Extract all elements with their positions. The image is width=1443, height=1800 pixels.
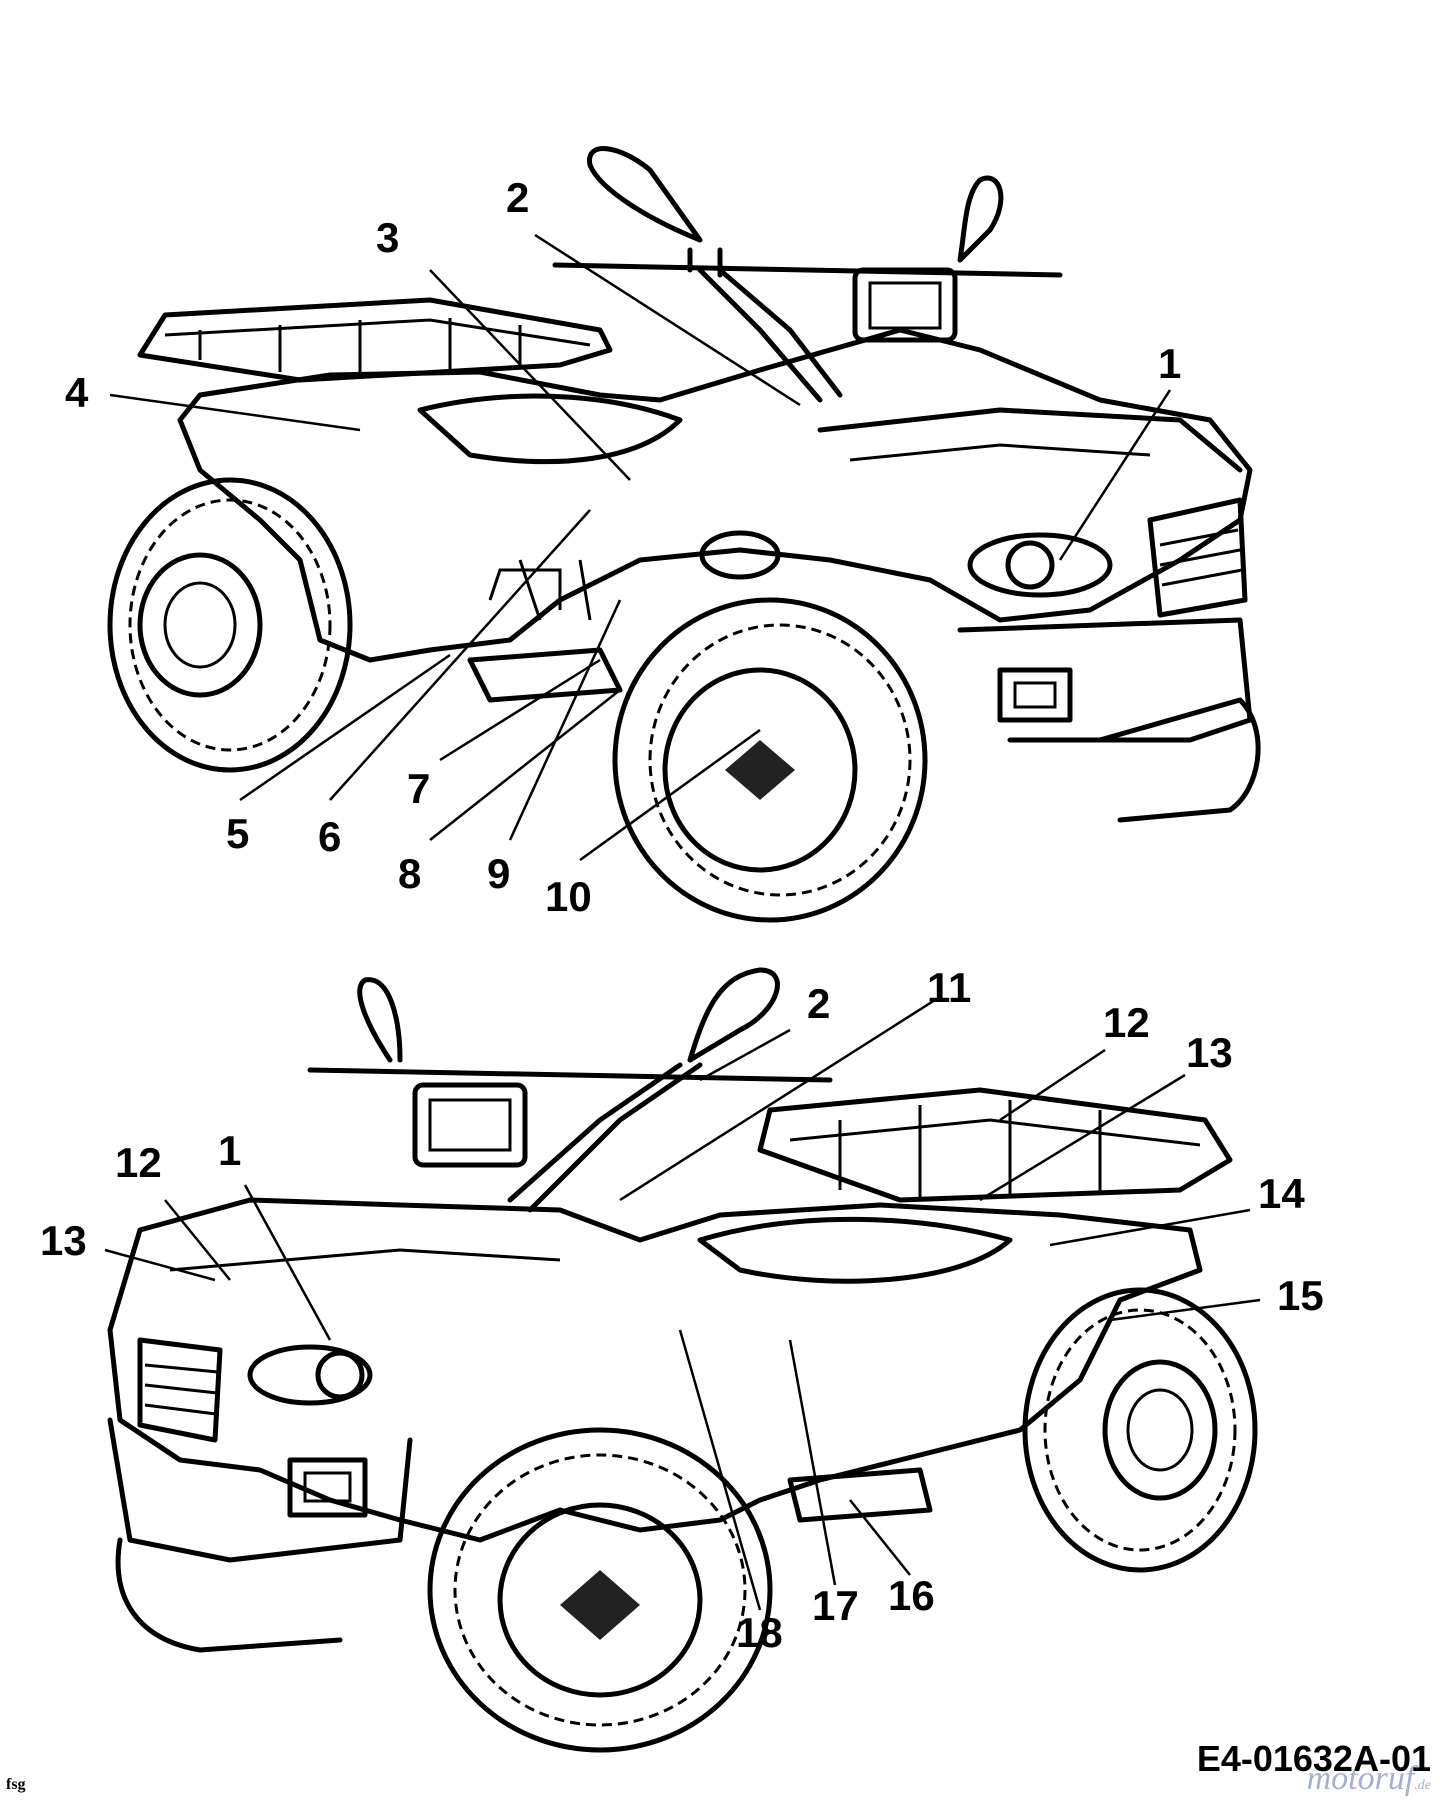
atv-bottom-drawing: [104, 967, 1261, 1753]
callout-top-3: 3: [376, 214, 400, 261]
leader-lines-bottom: [104, 998, 1261, 1611]
footrest-bottom: [787, 1467, 933, 1523]
drawer-initials: fsg: [6, 1776, 26, 1793]
callout-bottom-13-left: 13: [40, 1217, 87, 1264]
handlebar: [552, 146, 1063, 403]
rear-wheel-bottom: [1022, 1287, 1258, 1573]
callout-bottom-11: 11: [927, 964, 972, 1011]
instrument-pod-bottom: [412, 1082, 528, 1168]
rear-rack-bottom: [757, 1087, 1233, 1203]
callout-bottom-2: 2: [807, 980, 831, 1027]
front-bumper: [957, 617, 1253, 743]
instrument-pod: [852, 267, 958, 343]
handlebar-bottom: [307, 967, 833, 1213]
front-grille-bottom: [137, 1337, 223, 1443]
callout-top-1: 1: [1158, 340, 1182, 387]
watermark-tld: .de: [1414, 1778, 1431, 1793]
rear-rack: [137, 297, 613, 383]
callout-bottom-18: 18: [736, 1609, 783, 1656]
callout-top-6: 6: [318, 813, 342, 860]
front-grille: [1147, 497, 1248, 618]
callout-bottom-1: 1: [218, 1127, 242, 1174]
callout-top-5: 5: [226, 810, 250, 857]
front-bumper-bottom: [107, 1417, 413, 1563]
callout-bottom-12-left: 12: [115, 1139, 162, 1186]
callout-bottom-12-right: 12: [1103, 999, 1150, 1046]
callout-top-4: 4: [65, 369, 89, 416]
callout-top-8: 8: [398, 850, 422, 897]
callout-bottom-15: 15: [1277, 1272, 1324, 1319]
callout-bottom-13-right: 13: [1186, 1029, 1233, 1076]
front-wheel-bottom: [427, 1427, 773, 1753]
rear-wheel-left: [107, 477, 353, 773]
drawing-code: E4-01632A-01: [1196, 1738, 1431, 1779]
headlight: [967, 532, 1113, 598]
atv-body: [177, 327, 1253, 663]
leader-lines-top: [109, 233, 1172, 862]
callout-top-2: 2: [506, 174, 530, 221]
callout-top-10: 10: [545, 873, 592, 920]
seat-bottom: [697, 1216, 1013, 1284]
callout-bottom-16: 16: [888, 1572, 935, 1619]
callout-top-7: 7: [407, 765, 431, 812]
atv-top-drawing: [107, 146, 1261, 923]
watermark-main: motoruf: [1306, 1760, 1415, 1797]
footrest: [467, 647, 623, 703]
front-wheel-left: [612, 597, 928, 923]
callout-bottom-14: 14: [1258, 1170, 1305, 1217]
callout-bottom-17: 17: [812, 1582, 859, 1629]
headlight-bottom: [247, 1344, 373, 1406]
seat: [417, 393, 683, 465]
callout-top-9: 9: [487, 850, 511, 897]
atv-body-bottom: [107, 1197, 1203, 1543]
watermark-logo: motoruf.de: [1307, 1760, 1431, 1798]
